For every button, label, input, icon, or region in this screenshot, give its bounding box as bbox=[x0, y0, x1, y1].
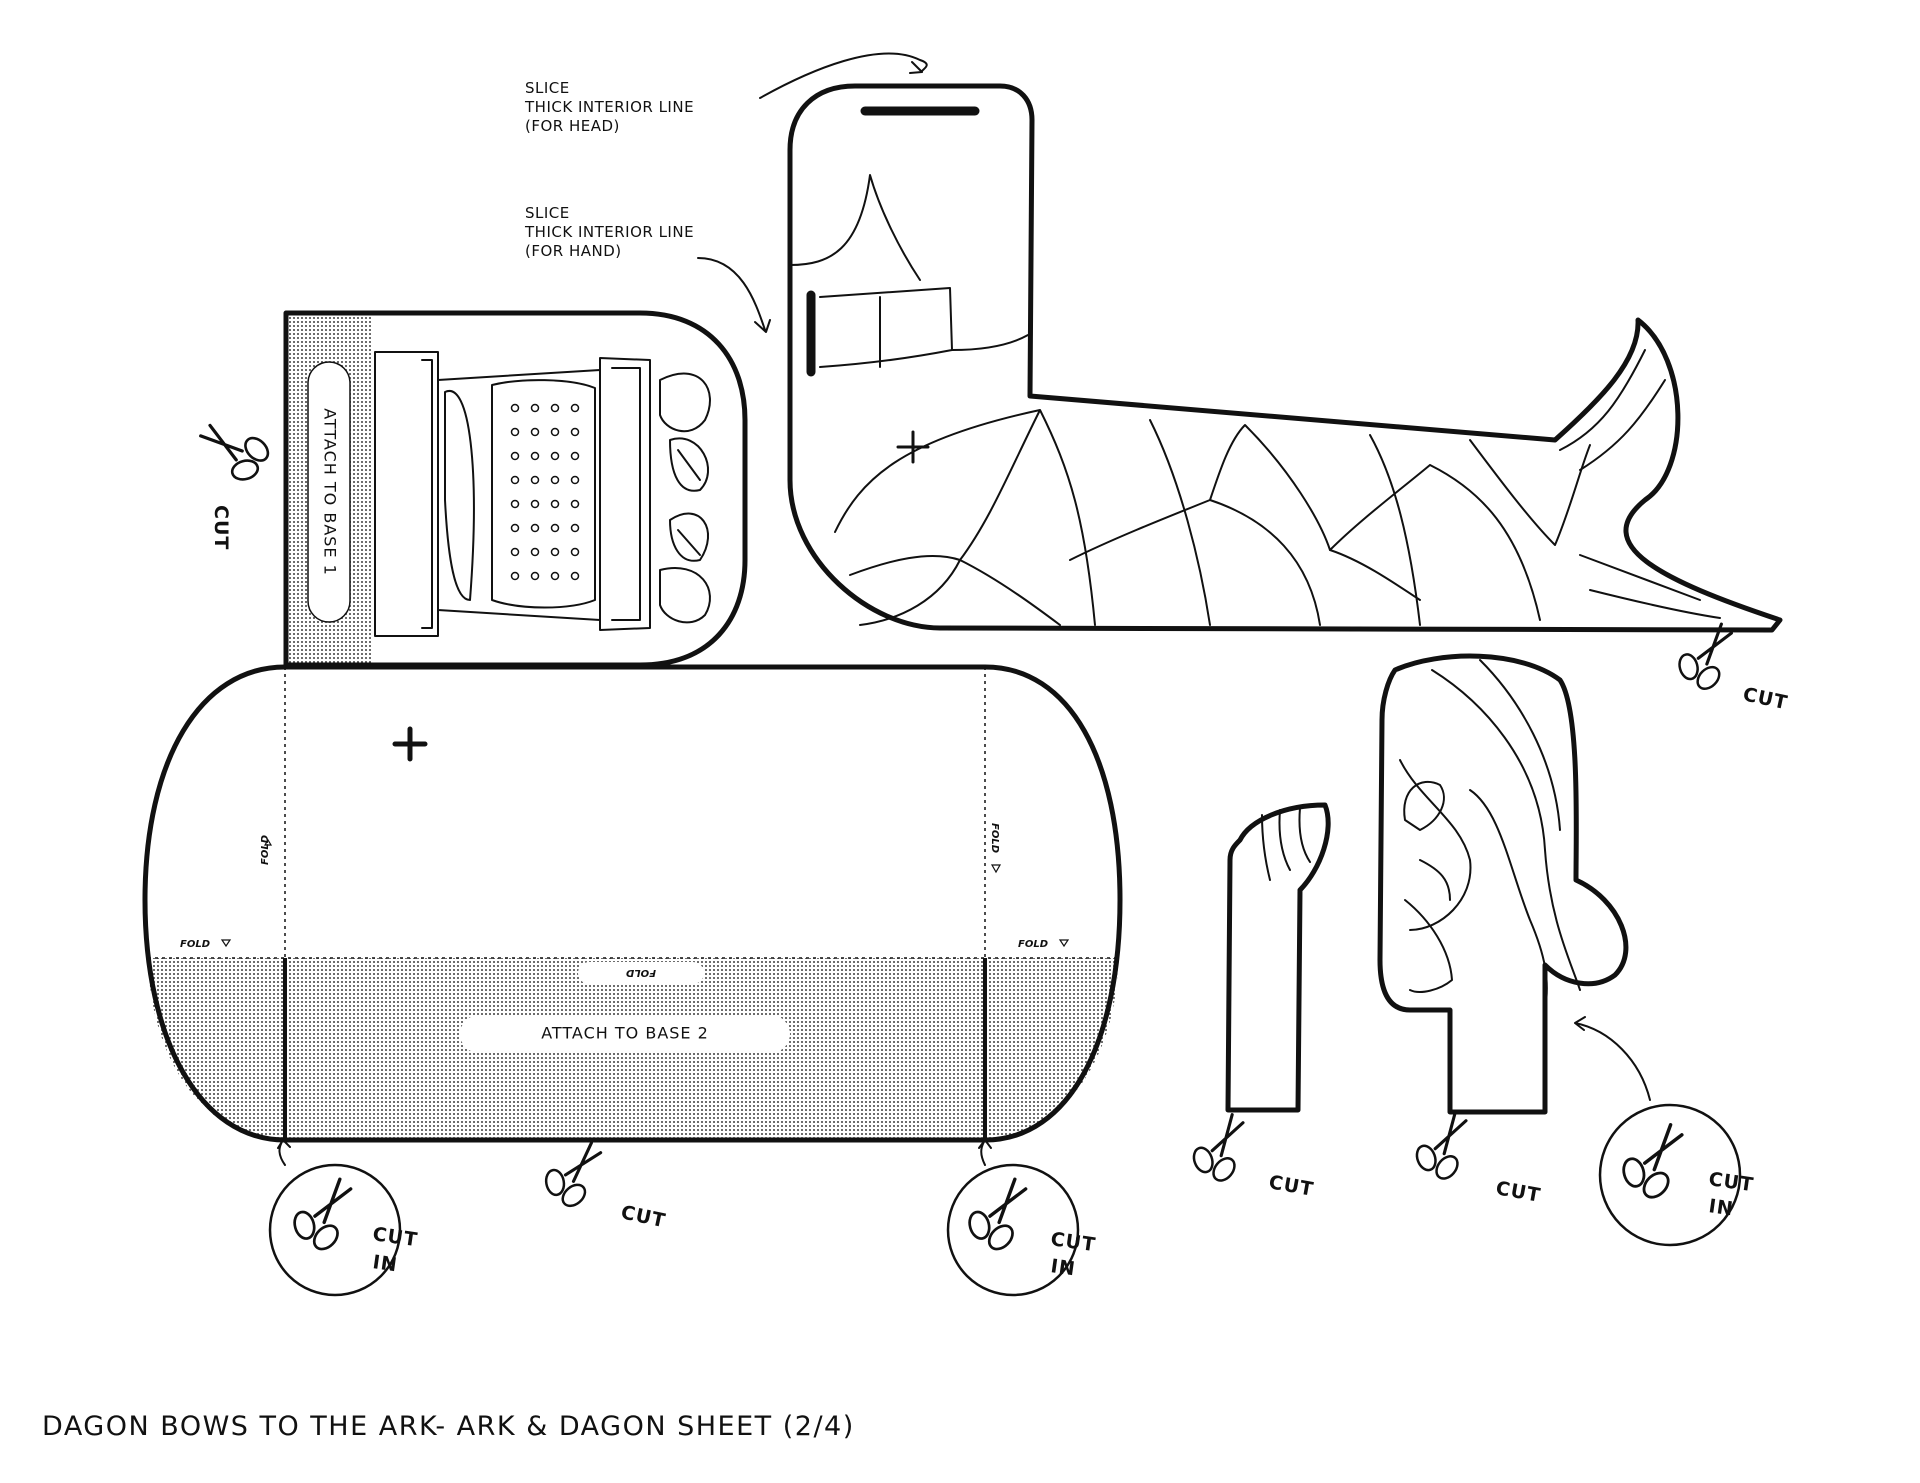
hand-slice-note-line1: SLICE bbox=[525, 204, 570, 222]
scissors-icon bbox=[532, 1128, 611, 1217]
fold-label-center: FOLD bbox=[626, 967, 656, 978]
dagon-head-piece bbox=[1377, 653, 1629, 1115]
head-slice-note-line1: SLICE bbox=[525, 79, 570, 97]
cut-label-ark-lid: CUT bbox=[210, 505, 232, 550]
fold-label-left-vertical: FOLD bbox=[260, 835, 271, 865]
head-slice-note-line2: THICK INTERIOR LINE bbox=[524, 98, 694, 116]
head-slice-note-line3: (FOR HEAD) bbox=[525, 117, 620, 135]
cut-in-right-line2: IN bbox=[1049, 1255, 1077, 1280]
hand-slice-arrow bbox=[697, 257, 771, 333]
scissors-icon bbox=[1182, 1105, 1253, 1189]
fold-label-right-vertical: FOLD bbox=[989, 823, 1000, 853]
cut-in-circle-left: CUT IN bbox=[268, 1163, 419, 1297]
fold-arrow-icon bbox=[990, 864, 1002, 874]
cut-label-dagon-hand: CUT bbox=[1267, 1171, 1315, 1201]
attach-base-2-pill bbox=[460, 1015, 790, 1053]
fold-pill bbox=[578, 962, 704, 984]
fold-arrow-icon bbox=[263, 838, 273, 846]
fold-arrow-icon bbox=[1058, 939, 1070, 948]
attach-base-2-label: ATTACH TO BASE 2 bbox=[541, 1024, 709, 1043]
cut-in-circle-right: CUT IN bbox=[946, 1163, 1097, 1297]
ark-lid-piece: ATTACH TO BASE 1 bbox=[283, 310, 748, 668]
cut-label-dagon-head: CUT bbox=[1494, 1177, 1542, 1207]
cut-label-ark-base: CUT bbox=[619, 1201, 668, 1232]
cut-label-dagon-tail: CUT bbox=[1741, 683, 1790, 714]
dagon-hand-piece bbox=[1225, 802, 1331, 1113]
attach-base-1-label: ATTACH TO BASE 1 bbox=[321, 408, 340, 576]
fold-arrow-icon bbox=[220, 939, 232, 948]
attach-base-1-pill bbox=[307, 361, 351, 623]
ark-mercy-seat-dots bbox=[510, 403, 580, 581]
plus-mark-icon bbox=[392, 726, 428, 762]
cut-in-circle-head: CUT IN bbox=[1598, 1103, 1755, 1247]
ark-base-piece: FOLD FOLD FOLD FOLD FOLD ATTACH TO BASE … bbox=[142, 664, 1123, 1143]
sheet-title: DAGON BOWS TO THE ARK- ARK & DAGON SHEET… bbox=[42, 1411, 855, 1442]
dagon-body-piece bbox=[787, 83, 1783, 633]
cut-in-head-line2: IN bbox=[1707, 1195, 1735, 1220]
fold-label-right: FOLD bbox=[1018, 939, 1048, 950]
hand-slice-note-line2: THICK INTERIOR LINE bbox=[524, 223, 694, 241]
hand-slice-note-line3: (FOR HAND) bbox=[525, 242, 622, 260]
dagon-eye bbox=[1403, 780, 1445, 831]
cut-in-left-line2: IN bbox=[371, 1251, 399, 1276]
scissors-icon bbox=[188, 415, 278, 493]
scissors-icon bbox=[1667, 612, 1742, 699]
scissors-icon bbox=[1405, 1103, 1476, 1187]
fold-label-left: FOLD bbox=[180, 939, 210, 950]
head-slice-arrow bbox=[759, 52, 928, 99]
